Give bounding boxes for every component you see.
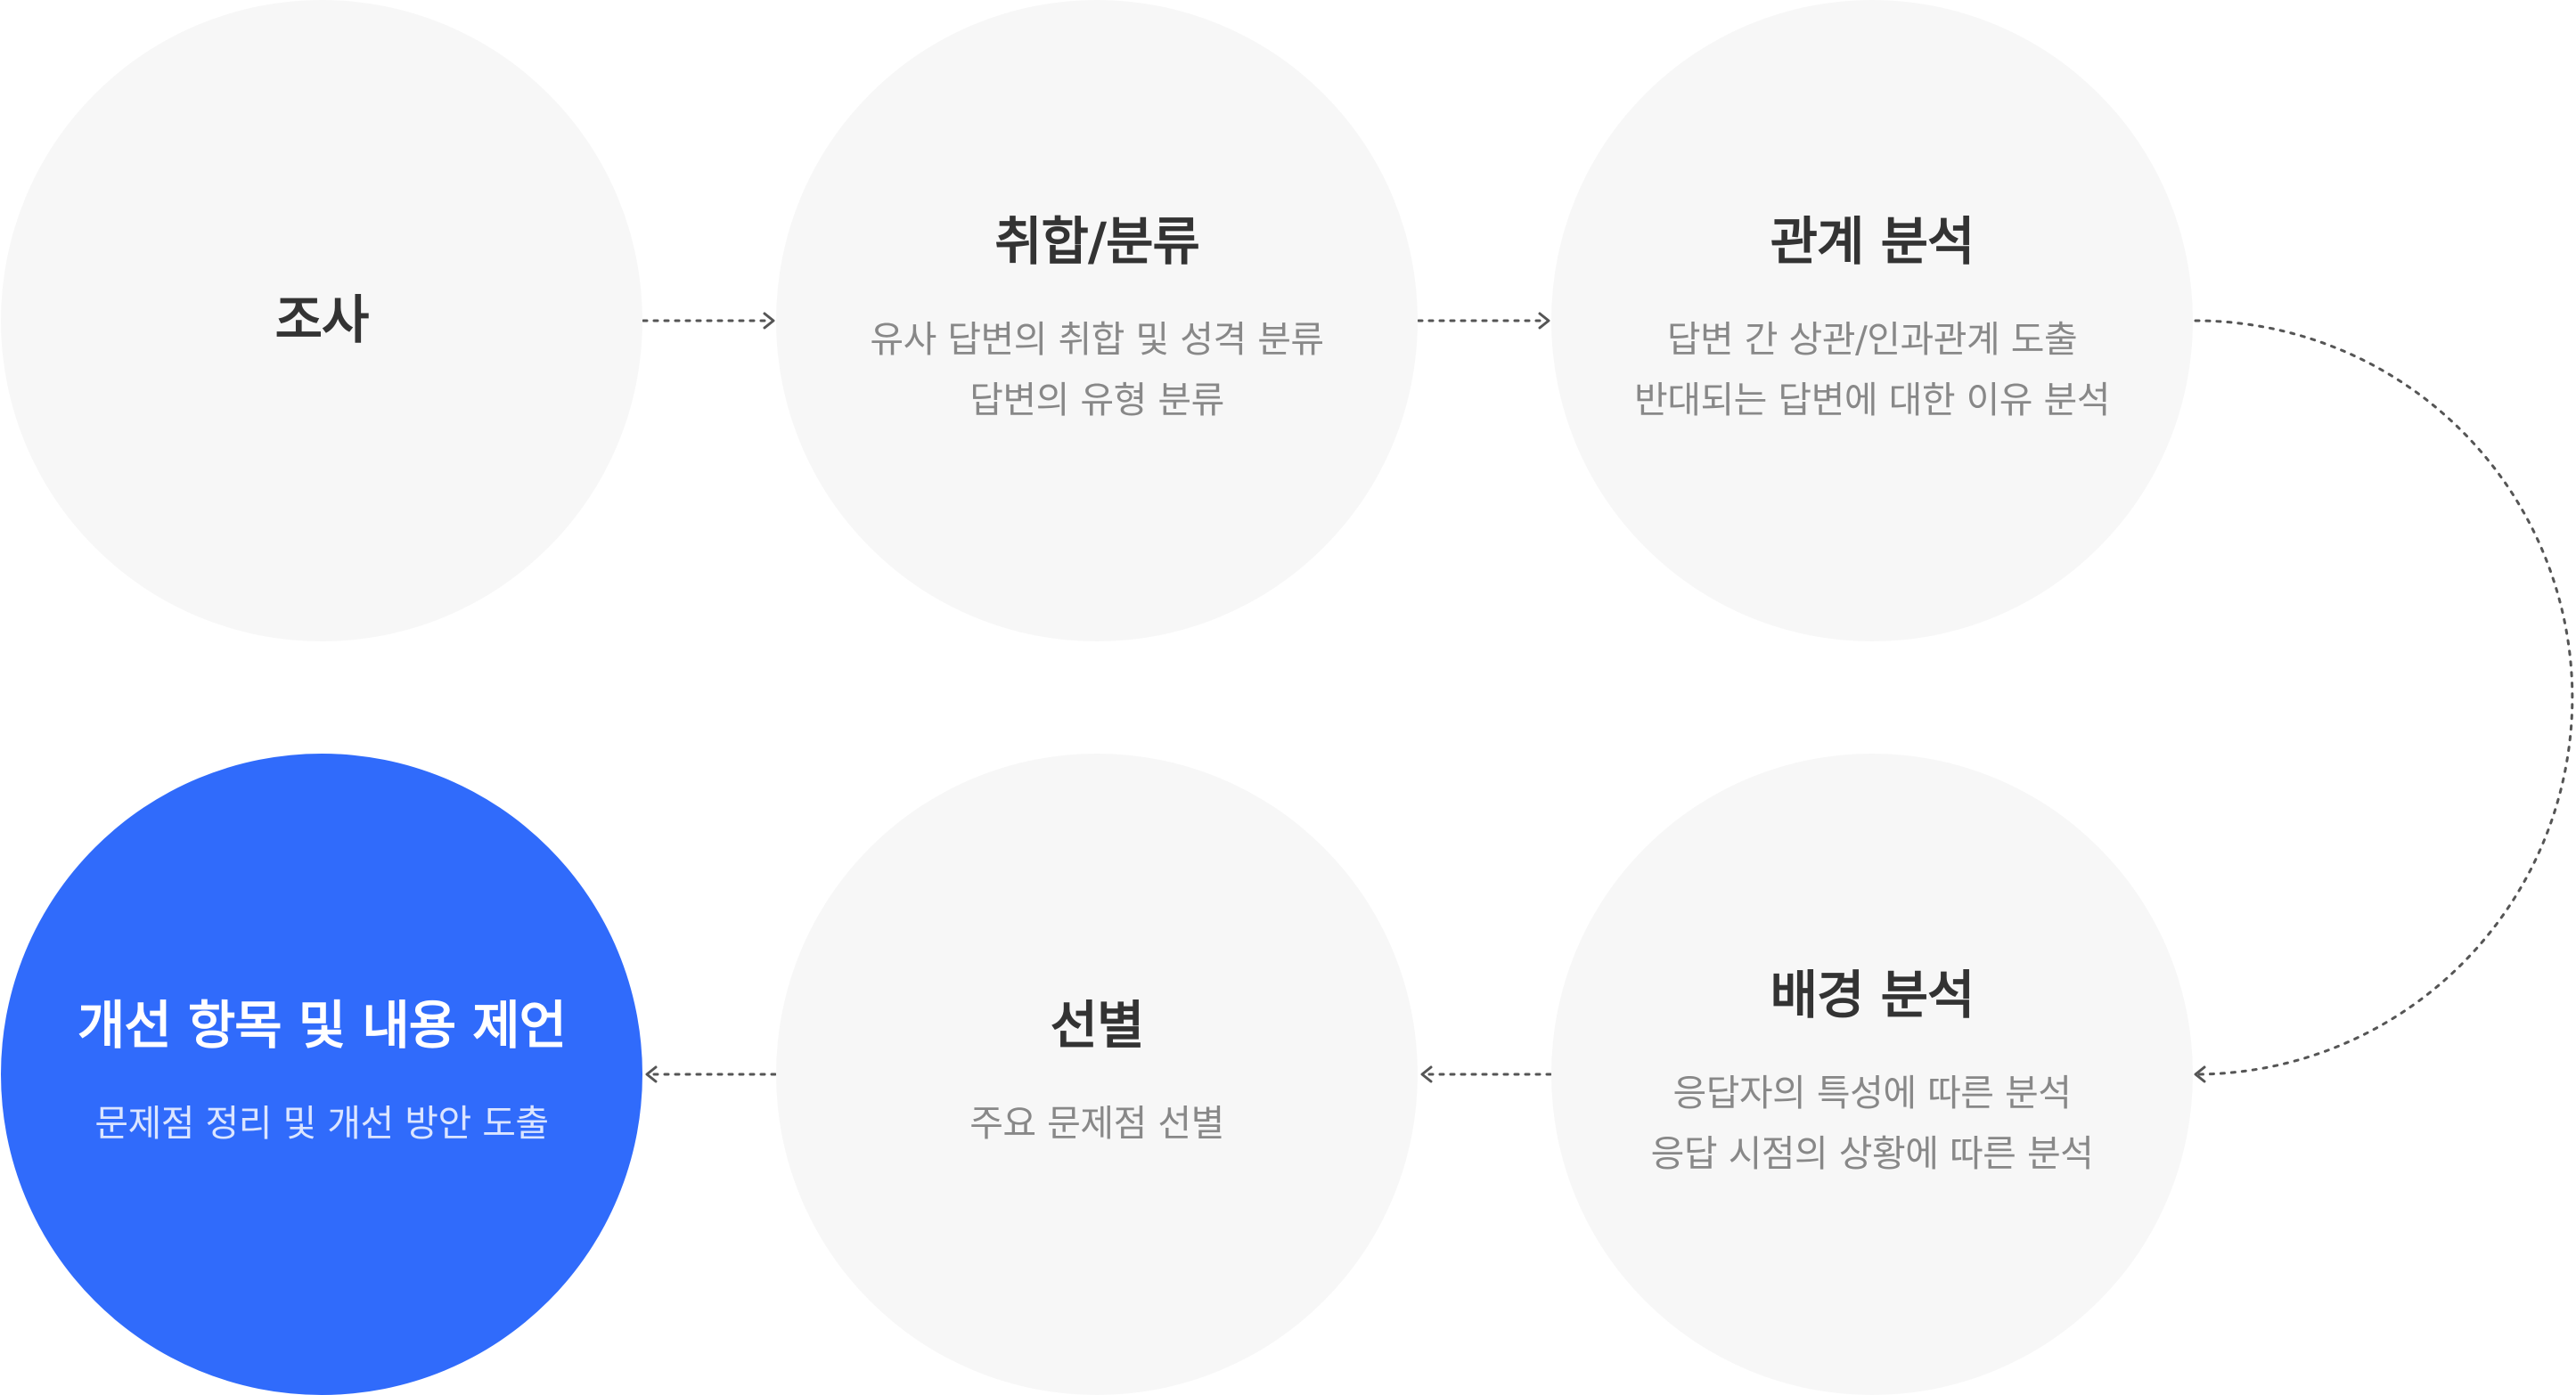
step-description: 문제점 정리 및 개선 방안 도출: [94, 1093, 549, 1154]
arrowhead-left-curve: [2194, 1065, 2206, 1083]
arrowhead-left-3: [645, 1065, 658, 1083]
arrowhead-right-1: [763, 312, 775, 330]
description-line: 답변 간 상관/인과관계 도출: [1666, 317, 2078, 361]
step-select: 선별 주요 문제점 선별: [776, 754, 1418, 1395]
step-context: 배경 분석 응답자의 특성에 따른 분석 응답 시점의 상황에 따른 분석: [1551, 754, 2193, 1395]
description-line: 문제점 정리 및 개선 방안 도출: [94, 1101, 549, 1145]
step-description: 유사 답변의 취합 및 성격 분류 답변의 유형 분류: [870, 309, 1324, 430]
description-line: 유사 답변의 취합 및 성격 분류: [870, 317, 1324, 361]
description-line: 주요 문제점 선별: [969, 1101, 1224, 1145]
step-relation: 관계 분석 답변 간 상관/인과관계 도출 반대되는 답변에 대한 이유 분석: [1551, 0, 2193, 641]
step-description: 답변 간 상관/인과관계 도출 반대되는 답변에 대한 이유 분석: [1634, 309, 2111, 430]
arrowhead-left-2: [1420, 1065, 1433, 1083]
step-title: 선별: [1050, 995, 1145, 1056]
step-title: 취합/분류: [994, 211, 1200, 273]
step-title: 배경 분석: [1770, 965, 1975, 1026]
step-description: 응답자의 특성에 따른 분석 응답 시점의 상황에 따른 분석: [1651, 1063, 2094, 1184]
step-survey: 조사: [1, 0, 642, 641]
step-description: 주요 문제점 선별: [969, 1093, 1224, 1154]
step-title: 관계 분석: [1770, 211, 1975, 273]
arrow-relation-to-context: [2194, 319, 2574, 1076]
arrowhead-right-2: [1538, 312, 1550, 330]
step-title: 개선 항목 및 내용 제언: [77, 995, 567, 1056]
description-line: 답변의 유형 분류: [969, 378, 1224, 421]
description-line: 응답 시점의 상황에 따른 분석: [1650, 1131, 2094, 1175]
step-aggregate: 취합/분류 유사 답변의 취합 및 성격 분류 답변의 유형 분류: [776, 0, 1418, 641]
description-line: 반대되는 답변에 대한 이유 분석: [1634, 378, 2111, 421]
description-line: 응답자의 특성에 따른 분석: [1672, 1071, 2072, 1114]
step-title: 조사: [274, 290, 370, 351]
step-proposal: 개선 항목 및 내용 제언 문제점 정리 및 개선 방안 도출: [1, 754, 642, 1395]
